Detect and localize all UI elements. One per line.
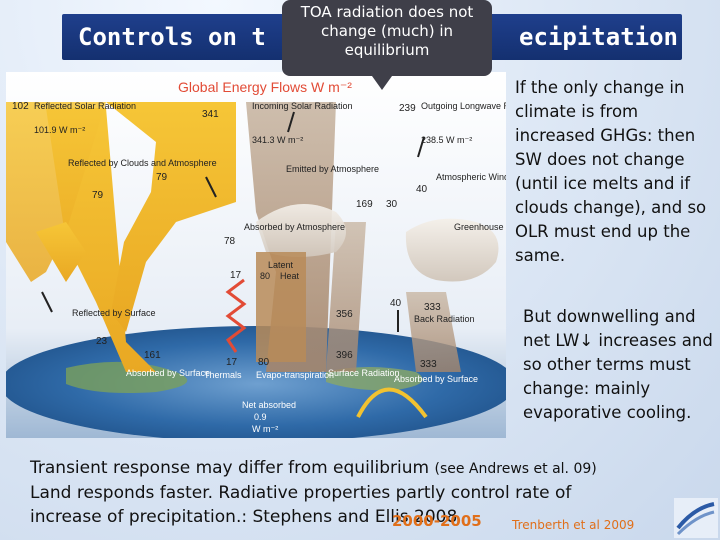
back-value: 333: [424, 302, 441, 313]
absorbed-atm-label: Absorbed by Atmosphere: [244, 222, 345, 232]
reflected-clouds-band: [36, 222, 86, 282]
value-161: 161: [144, 350, 161, 361]
outgoing-value: 239: [399, 103, 416, 114]
title-left: Controls on t: [78, 23, 266, 51]
reflected-solar-value: 102: [12, 101, 29, 112]
net-absorbed-label: Net absorbed: [242, 400, 296, 410]
incoming-label: Incoming Solar Radiation: [252, 101, 353, 111]
surface-exchange-arrow: [356, 387, 428, 419]
reflected-clouds-value: 79: [156, 172, 168, 183]
reflected-clouds-value-2: 79: [92, 190, 104, 201]
title-right: ecipitation: [519, 23, 678, 51]
bottom-notes: Transient response may differ from equil…: [30, 456, 720, 529]
latent-heat-column: [256, 252, 306, 362]
emission-cloud: [256, 204, 346, 257]
surface-rad-label: Surface Radiation: [328, 368, 400, 378]
reflected-solar-band: [6, 102, 106, 282]
value-333b: 333: [420, 359, 437, 370]
latent-value: 80: [260, 271, 270, 281]
emitted-atm-label: Emitted by Atmosphere: [286, 164, 379, 174]
source-ref: Trenberth et al 2009: [512, 518, 635, 532]
reflected-solar-label: Reflected Solar Radiation: [34, 101, 136, 111]
window-value: 40: [416, 184, 428, 195]
bottom-line-2: Land responds faster. Radiative properti…: [30, 483, 572, 503]
absorbed-surf2-label: Absorbed by Surface: [394, 374, 478, 384]
incoming-unit: 341.3 W m⁻²: [252, 135, 303, 145]
land-mass: [66, 361, 188, 393]
bottom-line-1: Transient response may differ from equil…: [30, 456, 720, 481]
energy-flow-figure: Global Energy Flows W m⁻² 102 Reflected …: [6, 72, 506, 438]
value-40b: 40: [390, 298, 402, 309]
heat-label: Heat: [280, 271, 300, 281]
latent-label: Latent: [268, 260, 294, 270]
reflected-clouds-label: Reflected by Clouds and Atmosphere: [68, 158, 217, 168]
net-unit: W m⁻²: [252, 424, 278, 434]
bottom-line-1b: (see Andrews et al. 09): [434, 461, 597, 477]
back-radiation-band: [406, 292, 461, 372]
greenhouse-cloud: [405, 218, 499, 282]
emitted-value: 169: [356, 199, 373, 210]
side-text-ghg: If the only change in climate is from in…: [515, 78, 707, 265]
thermals-label: Thermals: [204, 370, 242, 380]
back-label: Back Radiation: [414, 314, 475, 324]
reflected-surface-value: 23: [96, 336, 108, 347]
window-band: [326, 222, 366, 372]
logo-icon: [674, 498, 718, 538]
value-396: 396: [336, 350, 353, 361]
greenhouse-label: Greenhouse Gases: [454, 222, 506, 232]
slide-title: Controls on t ecipitation: [78, 20, 678, 54]
value-356: 356: [336, 309, 353, 320]
figure-title: Global Energy Flows W m⁻²: [178, 79, 352, 95]
toa-callout: TOA radiation does not change (much) in …: [282, 0, 492, 90]
evapo-label: Evapo-transpiration: [256, 370, 334, 380]
thirty-value: 30: [386, 199, 398, 210]
absorbed-atm-value: 78: [224, 236, 236, 247]
bottom-line-1a: Transient response may differ from equil…: [30, 458, 435, 478]
incoming-solar-band: [106, 102, 236, 332]
atm-window-label: Atmospheric Window: [436, 172, 506, 182]
reflected-solar-unit: 101.9 W m⁻²: [34, 125, 85, 135]
side-text-downwelling: But downwelling and net LW↓ increases an…: [523, 307, 713, 422]
value-17b: 17: [226, 357, 238, 368]
reflected-surface-label: Reflected by Surface: [72, 308, 156, 318]
outgoing-label: Outgoing Longwave Radiation: [421, 101, 506, 111]
outgoing-unit: 238.5 W m⁻²: [421, 135, 472, 145]
absorbed-surface-label: Absorbed by Surface: [126, 368, 210, 378]
bottom-line-3: increase of precipitation.: Stephens and…: [30, 507, 458, 527]
net-value: 0.9: [254, 412, 267, 422]
seventeen-value: 17: [230, 270, 242, 281]
thermals-arrow: [225, 278, 247, 353]
source-years: 2000-2005: [392, 512, 482, 530]
incoming-value: 341: [202, 109, 219, 120]
land-mass: [326, 367, 423, 391]
flow-arrows: [41, 111, 425, 332]
value-80b: 80: [258, 357, 270, 368]
